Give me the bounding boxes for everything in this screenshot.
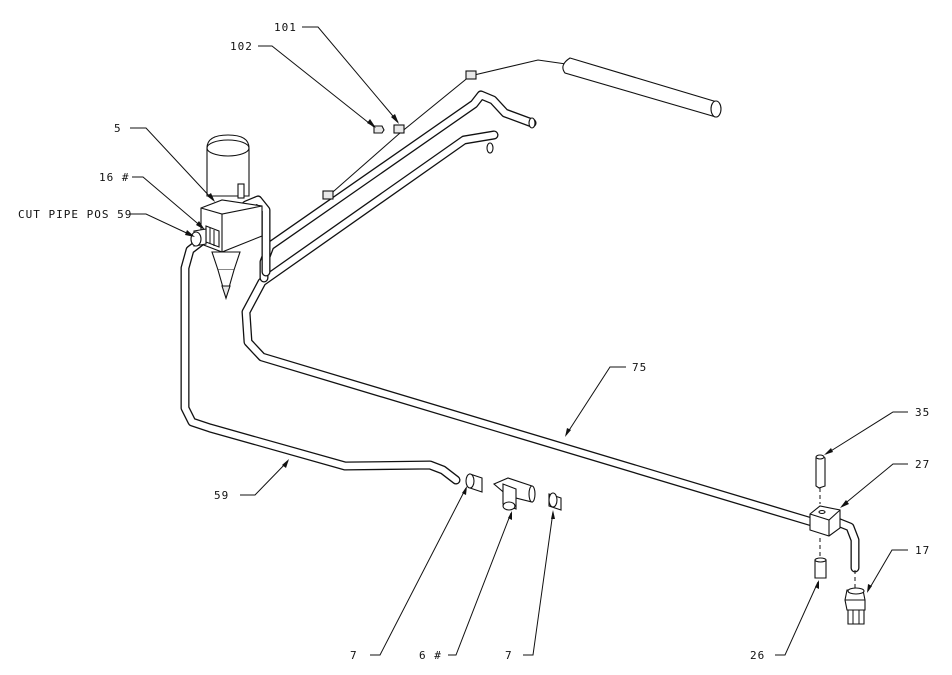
label-101: 101: [274, 21, 297, 34]
label-17: 17: [915, 544, 930, 557]
label-26: 26: [750, 649, 765, 662]
label-27: 27: [915, 458, 930, 471]
label-7-left: 7: [350, 649, 358, 662]
leader-7-left: [370, 486, 467, 656]
label-cut-pipe: CUT PIPE POS 59: [18, 208, 132, 221]
clip-mid: [322, 190, 334, 200]
plug-102: [373, 125, 385, 134]
label-16: 16 #: [99, 171, 130, 184]
pipe-59: [180, 235, 461, 485]
leader-101: [302, 26, 399, 124]
clip-top: [465, 70, 477, 80]
label-59: 59: [214, 489, 229, 502]
leader-5: [130, 127, 215, 202]
leader-16: [132, 176, 205, 230]
sensor-wire: [325, 59, 567, 199]
fitting-7-right: [548, 492, 562, 511]
label-6: 6 #: [419, 649, 442, 662]
leader-cut-pipe: [130, 213, 195, 237]
clip-101: [393, 124, 405, 134]
label-5: 5: [114, 122, 122, 135]
leader-102: [258, 45, 376, 128]
spacer-26: [814, 557, 827, 579]
label-75: 75: [632, 361, 647, 374]
pipe-end-lower: [486, 142, 494, 154]
leader-26: [775, 580, 819, 656]
leader-17: [867, 549, 908, 593]
screw-35: [815, 454, 826, 489]
leader-6: [448, 511, 512, 656]
sensor-rod: [562, 57, 722, 118]
fitting-7-left: [465, 473, 483, 493]
fitting-16: [190, 225, 220, 248]
pipe-riser-bend: [830, 516, 860, 573]
pipe-end-upper: [528, 117, 536, 129]
pipe-75: [241, 130, 817, 527]
leader-59: [240, 459, 289, 496]
tee-6: [492, 477, 536, 511]
label-7-right: 7: [505, 649, 513, 662]
valve-5: [200, 134, 263, 301]
leader-7-right: [523, 510, 555, 656]
label-35: 35: [915, 406, 930, 419]
leader-27: [840, 463, 908, 508]
leader-75: [565, 366, 626, 437]
label-102: 102: [230, 40, 253, 53]
union-17: [844, 570, 866, 625]
block-27: [809, 505, 841, 537]
leader-35: [824, 411, 908, 455]
pipe-valve-loop: [241, 195, 271, 277]
